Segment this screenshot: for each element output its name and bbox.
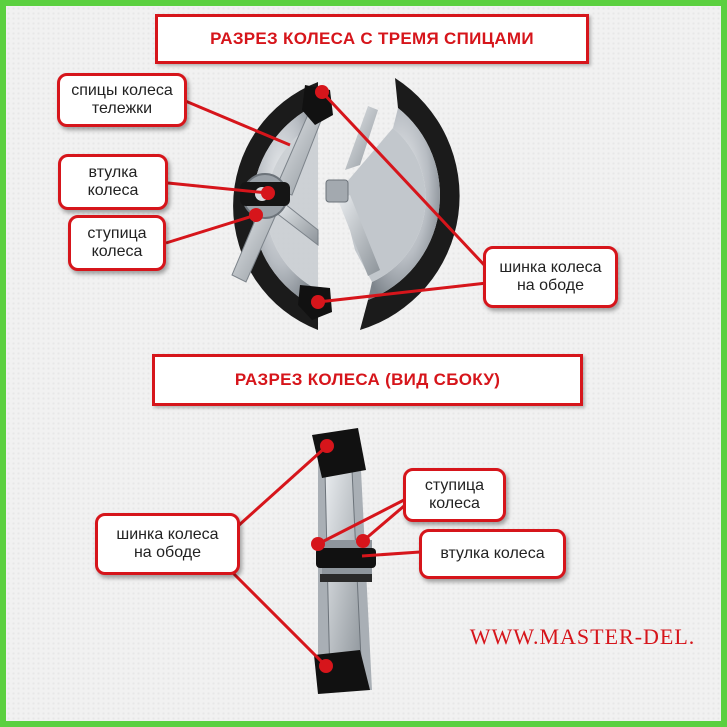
wheel-left-half: [232, 82, 333, 330]
callout-hub-line2: колеса: [87, 243, 146, 261]
callout-bushing-line2: колеса: [88, 182, 139, 200]
callout-hub-side-line2: колеса: [425, 495, 484, 513]
callout-spokes: спицы колеса тележки: [57, 73, 187, 127]
callout-hub-line1: ступица: [87, 225, 146, 243]
callout-tire-side-line1: шинка колеса: [116, 526, 218, 544]
callout-spokes-line1: спицы колеса: [71, 82, 173, 100]
title-three-spoke-section: РАЗРЕЗ КОЛЕСА С ТРЕМЯ СПИЦАМИ: [155, 14, 589, 64]
callout-tire-top-line2: на ободе: [499, 277, 601, 295]
title-top-text: РАЗРЕЗ КОЛЕСА С ТРЕМЯ СПИЦАМИ: [210, 29, 534, 49]
callout-tire-top: шинка колеса на ободе: [483, 246, 618, 308]
callout-bushing-side-text: втулка колеса: [440, 545, 544, 563]
callout-hub-side: ступица колеса: [403, 468, 506, 522]
callout-tire-side: шинка колеса на ободе: [95, 513, 240, 575]
callout-hub: ступица колеса: [68, 215, 166, 271]
title-side-view-section: РАЗРЕЗ КОЛЕСА (ВИД СБОКУ): [152, 354, 583, 406]
watermark-text: WWW.MASTER-DEL.: [465, 624, 700, 650]
title-bottom-text: РАЗРЕЗ КОЛЕСА (ВИД СБОКУ): [235, 370, 500, 390]
callout-bushing-line1: втулка: [88, 164, 139, 182]
callout-hub-side-line1: ступица: [425, 477, 484, 495]
callout-bushing-side: втулка колеса: [419, 529, 566, 579]
callout-spokes-line2: тележки: [71, 100, 173, 118]
callout-tire-side-line2: на ободе: [116, 544, 218, 562]
callout-bushing: втулка колеса: [58, 154, 168, 210]
wheel-side-view: [312, 428, 376, 694]
callout-tire-top-line1: шинка колеса: [499, 259, 601, 277]
